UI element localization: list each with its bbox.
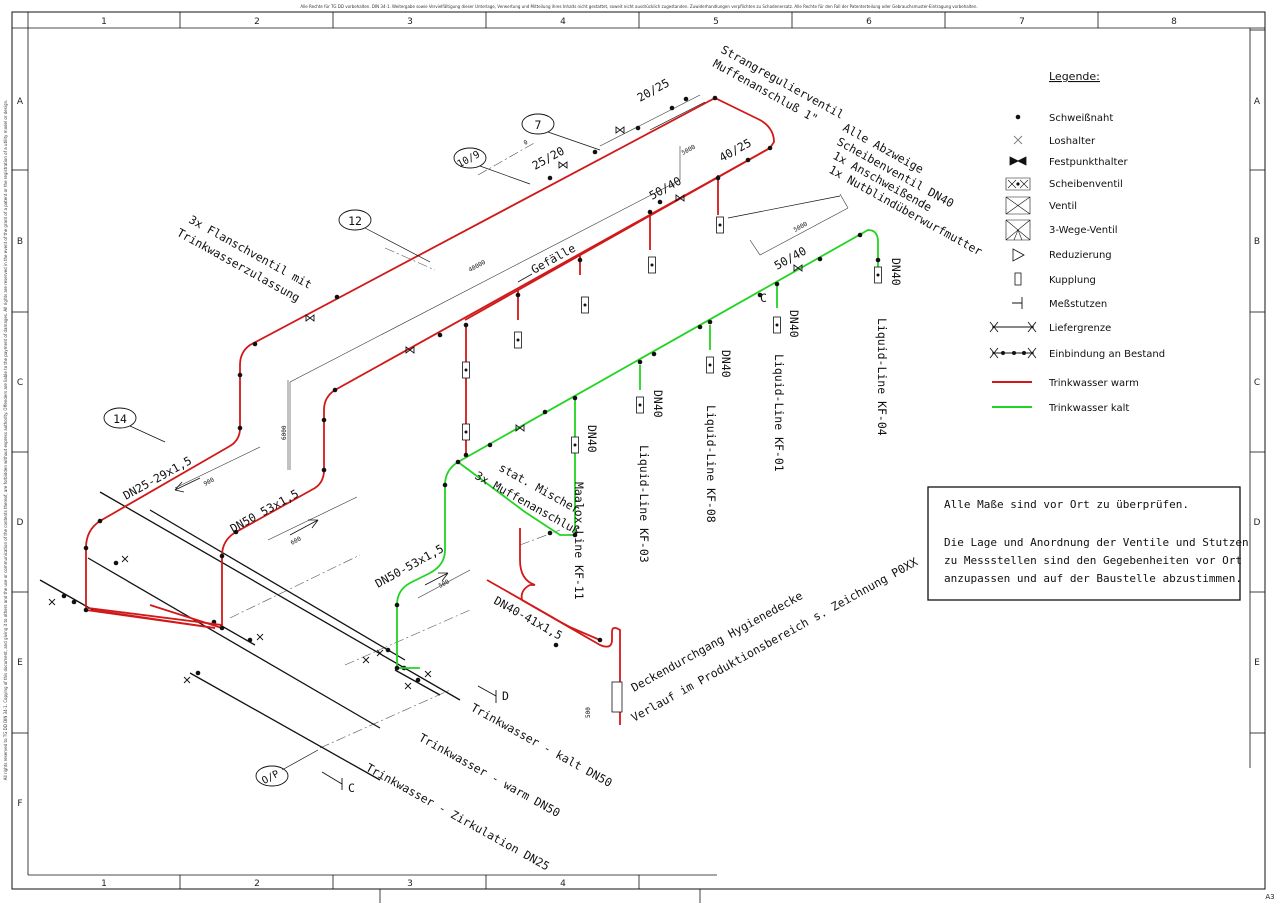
legend-item-messstutzen: Meßstutzen [1049,299,1107,310]
grid-col-2: 2 [254,17,260,27]
mark-c-upper: C [760,291,767,305]
tag-dn40-kf03: DN40 [651,390,665,418]
warm-water-lines [85,96,775,725]
header-copyright-note: Alle Rechte für TG DD vorbehalten. DIN 3… [300,4,977,9]
tag-dn40-kf08: DN40 [719,350,733,378]
label-red-20-25: 20/25 [635,76,672,105]
dim-5000-kalt: 5000 [793,220,809,233]
drawing-labels: Strangregulierventil Muffenanschluß 1" A… [121,42,985,873]
dim-500: 500 [438,578,451,590]
grid-row-F: F [17,799,22,809]
mark-c: C [348,781,355,795]
tag-dn40-kf11: DN40 [585,425,599,453]
existing-mains [39,491,497,790]
label-kf-11: Maalox-Line KF-11 [572,482,586,600]
legend-item-scheibenventil: Scheibenventil [1049,179,1123,190]
legend-item-festpunkthalter: Festpunkthalter [1049,157,1129,168]
grid-col-5: 5 [713,17,719,27]
label-red-50-40-kalt: 50/40 [772,244,809,273]
legend: Legende: Schweißnaht Loshalter Festpunkt… [989,70,1165,414]
weld-dot-icon [1015,114,1021,120]
notes-box: Alle Maße sind vor Ort zu überprüfen. Di… [927,486,1249,601]
dim-900: 900 [203,476,216,488]
grid-row-E: E [17,658,23,668]
grid-row-D: D [17,518,24,528]
note-line-3: zu Messstellen sind den Gegebenheiten vo… [944,554,1242,567]
bubble-12: 12 [348,214,362,228]
loose-support-icon [1013,135,1023,145]
grid-row-B: B [17,237,23,247]
dim-40000: 40000 [468,259,488,274]
sheet-size: A3 [1265,893,1274,901]
reducer-icon [1012,248,1025,262]
grid-col-6: 6 [866,17,872,27]
grid-row-B-right: B [1254,237,1260,247]
grid-row-A-right: A [1254,97,1261,107]
label-verlauf: Verlauf im Produktionsbereich s. Zeichnu… [629,555,920,725]
dim-600: 600 [290,535,303,547]
legend-item-trinkwasser-kalt: Trinkwasser kalt [1048,403,1129,414]
mark-d: D [502,689,509,703]
label-red-25-20: 25/20 [530,144,567,173]
delivery-limit-icon [989,321,1037,333]
grid-row-C-right: C [1254,378,1260,388]
label-kf-08: Liquid-Line KF-08 [704,405,718,523]
legend-item-ventil: Ventil [1049,201,1077,212]
legend-item-kupplung: Kupplung [1049,275,1096,286]
label-dn50-warm: DN50 53x1,5 [228,486,301,535]
label-zirkulation-dn25: Trinkwasser - Zirkulation DN25 [364,760,552,873]
label-kf-01: Liquid-Line KF-01 [772,354,786,472]
legend-item-einbindung: Einbindung an Bestand [1049,349,1165,360]
label-kf-03: Liquid-Line KF-03 [637,445,651,563]
dimension-lines [174,94,849,749]
bubble-7: 7 [535,118,542,132]
legend-item-liefergrenze: Liefergrenze [1049,323,1111,334]
valve-icon [1005,196,1031,215]
grid-row-D-right: D [1254,518,1261,528]
disc-valve-icon [1005,177,1031,191]
tag-dn40-kf01: DN40 [787,310,801,338]
grid-col-3-bottom: 3 [407,879,413,889]
bubble-14: 14 [113,412,127,426]
tie-in-icon [989,347,1037,359]
dim-500-vertical: 500 [585,707,592,718]
legend-item-loshalter: Loshalter [1049,136,1096,147]
legend-title: Legende: [1049,70,1100,83]
reference-bubbles: 7 10/9 12 14 O/P [103,113,601,787]
note-line-2: Die Lage und Anordnung der Ventile und S… [944,536,1249,549]
measuring-nozzle-icon [1012,297,1023,309]
dim-0: 0 [523,139,530,147]
note-line-1: Alle Maße sind vor Ort zu überprüfen. [944,498,1189,511]
grid-col-2-bottom: 2 [254,879,260,889]
dim-5000-warm: 5000 [681,143,697,156]
grid-col-8: 8 [1171,17,1177,27]
three-way-valve-icon [1005,219,1031,241]
legend-item-reduzierung: Reduzierung [1049,250,1112,261]
legend-item-trinkwasser-warm: Trinkwasser warm [1048,378,1139,389]
grid-col-1: 1 [101,17,107,27]
legend-item-schweissnaht: Schweißnaht [1049,113,1113,124]
grid-col-1-bottom: 1 [101,879,107,889]
side-copyright-note: All rights reserved to TG DD DIN 34-1. C… [3,100,8,781]
fixed-point-icon [1009,156,1027,166]
grid-col-3: 3 [407,17,413,27]
grid-col-4: 4 [560,17,566,27]
coupling-icon [1014,272,1022,286]
pipe-fittings [83,95,882,713]
dim-6000: 6000 [281,425,288,440]
grid-col-7: 7 [1019,17,1025,27]
grid-row-E-right: E [1254,658,1260,668]
grid-row-A: A [17,97,24,107]
grid-row-C: C [17,378,23,388]
note-line-4: anzupassen und auf der Baustelle abzusti… [944,572,1242,585]
legend-item-3-wege-ventil: 3-Wege-Ventil [1049,225,1118,236]
label-kf-04: Liquid-Line KF-04 [875,318,889,436]
label-dn25: DN25-29x1,5 [121,453,194,502]
tag-dn40-kf04: DN40 [889,258,903,286]
cold-water-lines [396,229,879,669]
grid-col-4-bottom: 4 [560,879,566,889]
